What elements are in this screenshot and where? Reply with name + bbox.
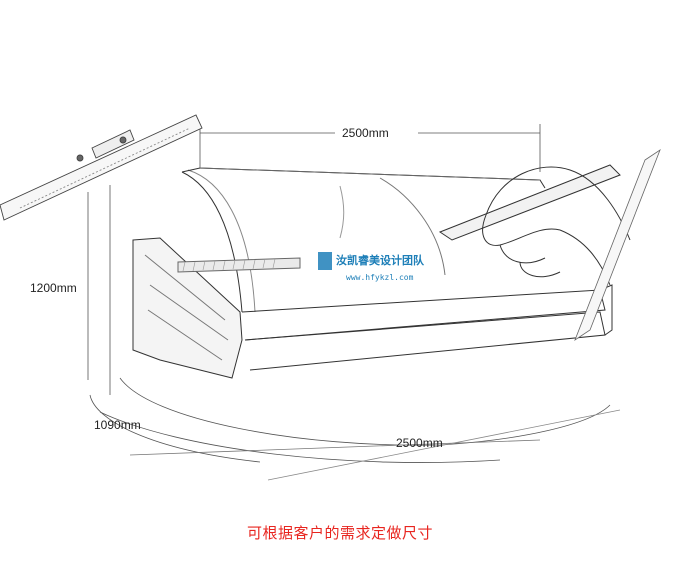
ruler-left (0, 114, 203, 221)
depth-label: 1090mm (94, 418, 141, 432)
floor-sketch (89, 377, 621, 481)
watermark-url: www.hfykzl.com (346, 273, 414, 282)
bottom-width-label: 2500mm (396, 436, 443, 450)
caption-text: 可根据客户的需求定做尺寸 (246, 524, 433, 542)
watermark-logo: 汝凯睿美设计团队 www.hfykzl.com (318, 252, 425, 282)
top-dimension (199, 124, 541, 172)
ruler-right (574, 148, 661, 342)
top-width-label: 2500mm (342, 126, 389, 140)
watermark-name: 汝凯睿美设计团队 (336, 253, 425, 267)
hand-pencil-sketch (438, 164, 631, 286)
height-label: 1200mm (30, 281, 77, 295)
cabinet (132, 167, 613, 379)
height-dimension (87, 185, 111, 395)
